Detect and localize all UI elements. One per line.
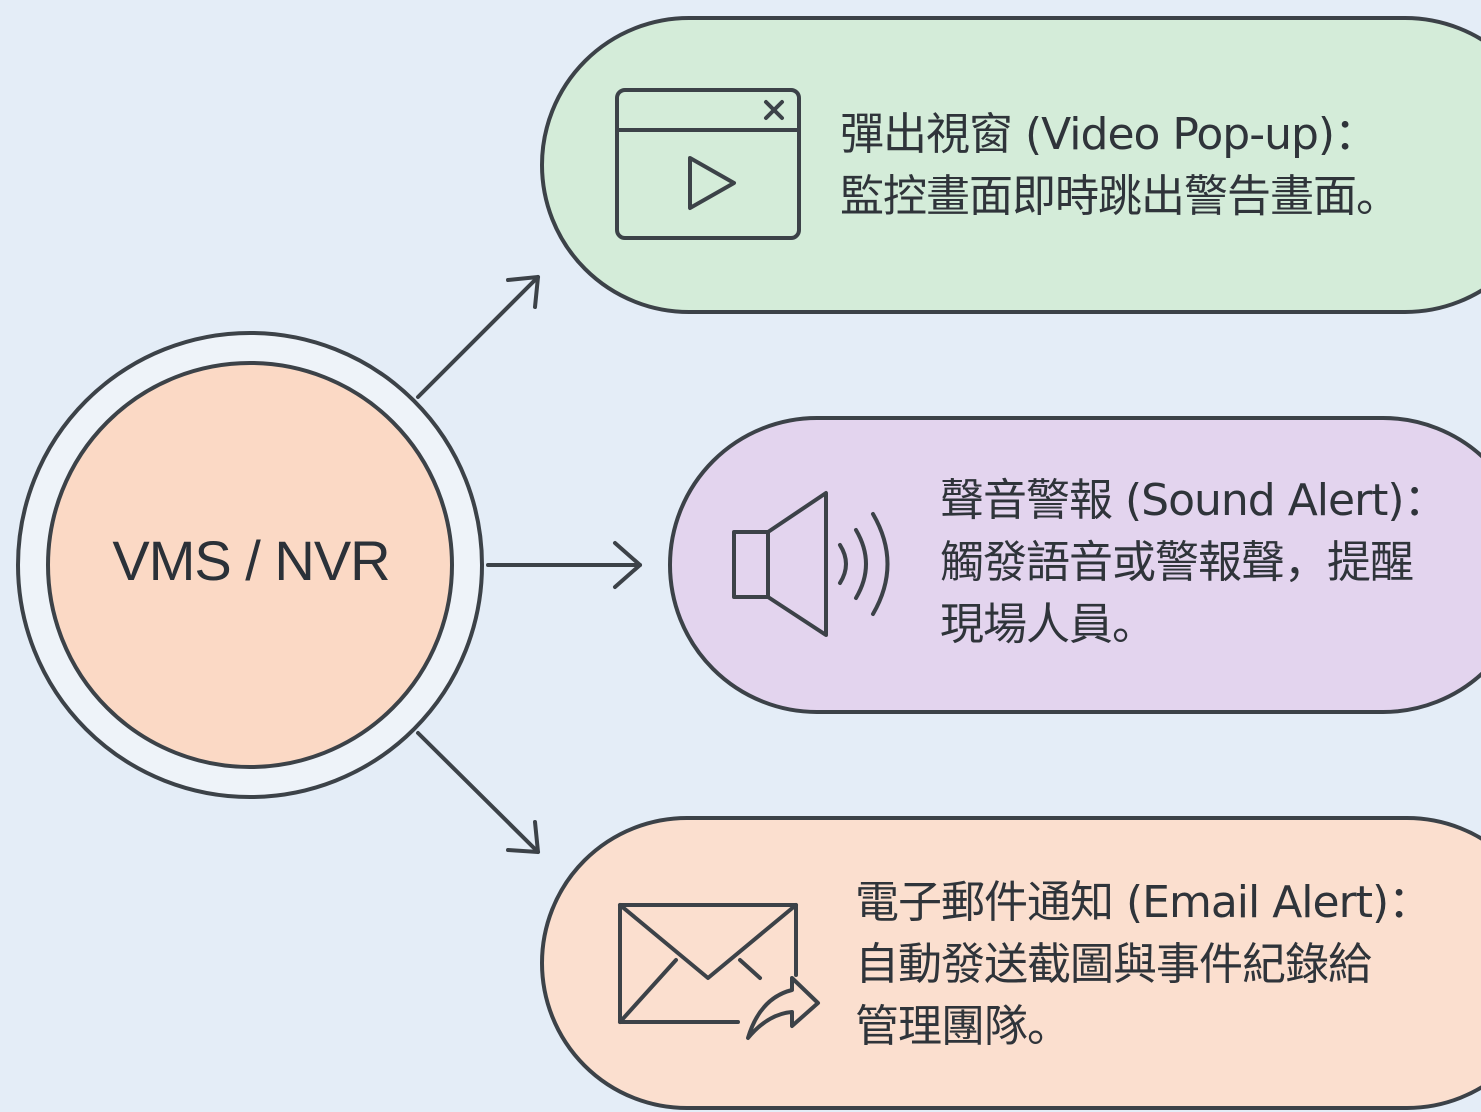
- hub-node: [16, 331, 484, 799]
- card-video-popup-title: 彈出視窗 (Video Pop-up)：: [840, 109, 1378, 160]
- card-email-alert-desc-1: 自動發送截圖與事件紀錄給: [855, 939, 1372, 990]
- hub-inner-circle: [46, 361, 454, 769]
- card-email-alert-title: 電子郵件通知 (Email Alert)：: [855, 877, 1432, 928]
- card-sound-alert-desc-1: 觸發語音或警報聲，提醒: [940, 537, 1414, 588]
- card-video-popup-desc: 監控畫面即時跳出警告畫面。: [840, 171, 1400, 222]
- card-sound-alert-text: 聲音警報 (Sound Alert)： 觸發語音或警報聲，提醒 現場人員。: [940, 470, 1448, 656]
- card-video-popup-text: 彈出視窗 (Video Pop-up)： 監控畫面即時跳出警告畫面。: [840, 104, 1400, 228]
- card-sound-alert-shape: [668, 416, 1481, 714]
- arrow-to-popup: [416, 275, 540, 399]
- email-forward-icon: [618, 903, 820, 1040]
- video-popup-icon: [615, 88, 801, 240]
- card-email-alert-shape: [540, 816, 1481, 1110]
- speaker-icon: [732, 491, 890, 637]
- arrow-to-sound: [486, 541, 642, 589]
- card-email-alert: [540, 816, 1481, 1110]
- card-email-alert-text: 電子郵件通知 (Email Alert)： 自動發送截圖與事件紀錄給 管理團隊。: [855, 872, 1432, 1058]
- connector-arrows: [416, 275, 642, 854]
- hub-label: VMS / NVR: [112, 529, 390, 592]
- card-email-alert-desc-2: 管理團隊。: [855, 1001, 1071, 1052]
- card-sound-alert: [668, 416, 1481, 714]
- card-sound-alert-desc-2: 現場人員。: [940, 599, 1156, 650]
- card-video-popup: [540, 16, 1481, 314]
- card-sound-alert-title: 聲音警報 (Sound Alert)：: [940, 475, 1448, 526]
- arrow-to-email: [416, 731, 540, 854]
